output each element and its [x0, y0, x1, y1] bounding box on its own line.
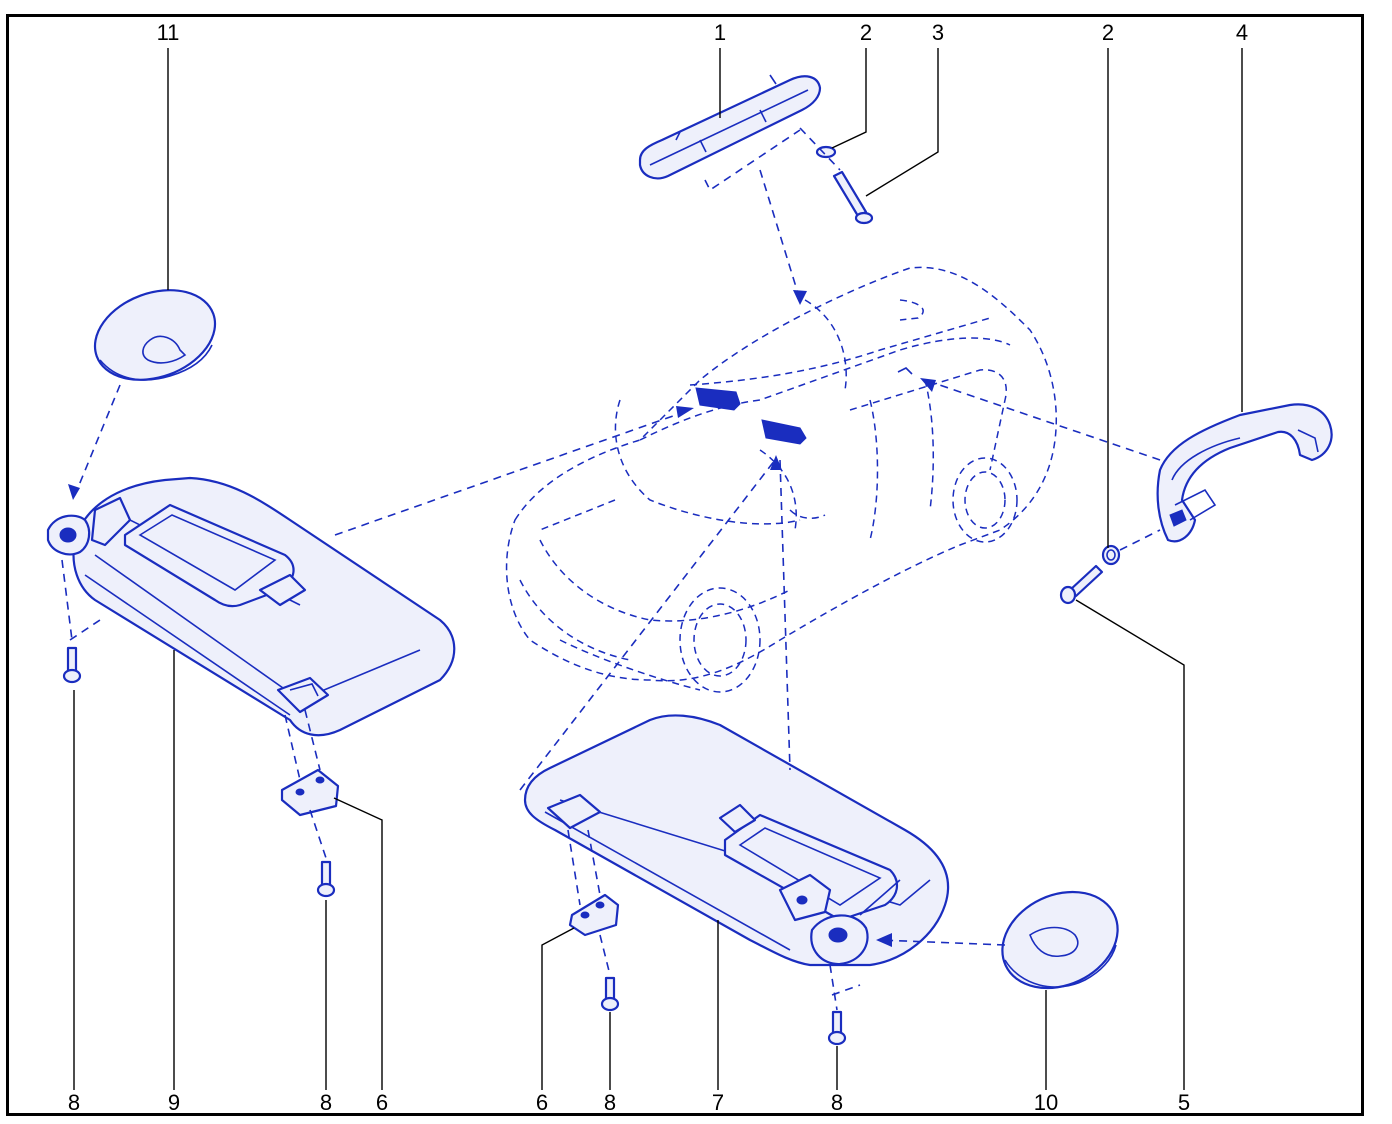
callout-8: 8 — [319, 1090, 333, 1115]
callout-6: 6 — [535, 1090, 549, 1115]
part-8-screw-b — [316, 860, 336, 898]
assembly-lines — [61, 127, 1161, 1011]
callout-8: 8 — [830, 1090, 844, 1115]
part-6-clip-right — [568, 893, 620, 937]
leader-lines — [73, 48, 1243, 1090]
part-5-screw-right — [1059, 564, 1104, 605]
callout-9: 9 — [167, 1090, 181, 1115]
part-11-cover — [93, 289, 217, 381]
part-7-sun-visor-right — [523, 714, 950, 967]
callout-11: 11 — [156, 20, 180, 45]
callout-2: 2 — [1101, 20, 1115, 45]
callout-2: 2 — [859, 20, 873, 45]
part-4-grab-handle — [1156, 403, 1333, 543]
callout-1: 1 — [713, 20, 727, 45]
part-2-washer-right — [1101, 544, 1121, 566]
callout-10: 10 — [1033, 1090, 1059, 1115]
callout-7: 7 — [711, 1090, 725, 1115]
part-10-cover — [1001, 890, 1119, 990]
part-3-screw-top — [832, 170, 874, 225]
callout-6: 6 — [375, 1090, 389, 1115]
callout-4: 4 — [1235, 20, 1249, 45]
assembly-arrows — [68, 290, 936, 947]
part-8-screw-c — [600, 976, 620, 1012]
part-6-clip-left — [280, 768, 340, 817]
callout-8: 8 — [67, 1090, 81, 1115]
callout-5: 5 — [1177, 1090, 1191, 1115]
part-8-screw-a — [62, 646, 82, 684]
part-1-roof-console — [638, 74, 822, 180]
vehicle-outline — [505, 266, 1058, 693]
part-8-screw-d — [827, 1010, 847, 1046]
callout-3: 3 — [931, 20, 945, 45]
part-9-sun-visor-left — [46, 476, 456, 737]
callout-8: 8 — [603, 1090, 617, 1115]
